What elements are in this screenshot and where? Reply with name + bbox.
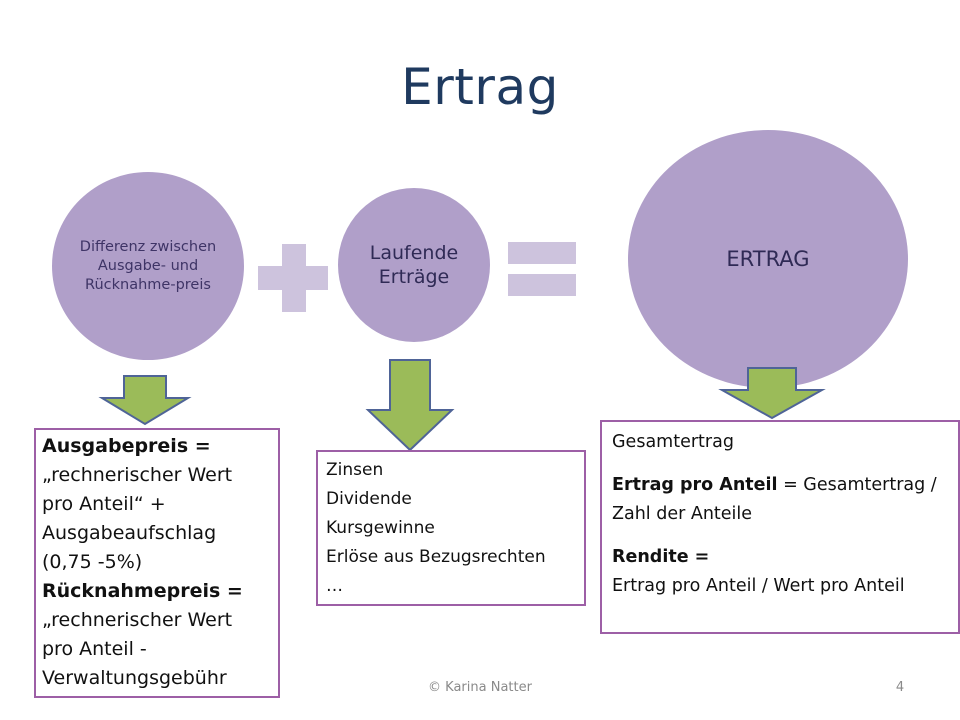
circle-total-yield: ERTRAG (628, 130, 908, 388)
ruecknahmepreis-label: Rücknahmepreis = (42, 580, 243, 602)
down-arrow-icon (98, 375, 192, 426)
ruecknahmepreis-line: „rechnerischer Wert (42, 609, 233, 631)
ertrag-pro-anteil-line: Ertrag pro Anteil = Gesamtertrag / (612, 471, 948, 500)
rendite-label: Rendite = (612, 547, 710, 567)
ausgabepreis-line: pro Anteil“ + (42, 493, 166, 515)
ertrag-pro-anteil-line2: Zahl der Anteile (612, 504, 753, 524)
running-income-box: Zinsen Dividende Kursgewinne Erlöse aus … (316, 450, 586, 606)
circle-running-income: Laufende Erträge (338, 188, 490, 342)
down-arrow-icon (365, 359, 455, 452)
ausgabepreis-line: (0,75 -5%) (42, 551, 143, 573)
down-arrow-icon (718, 367, 826, 420)
plus-icon (258, 244, 328, 312)
circle-total-yield-label: ERTRAG (726, 247, 810, 271)
circle-running-income-label: Laufende Erträge (369, 242, 459, 288)
list-item: Zinsen (326, 460, 384, 480)
issue-redemption-price-box: Ausgabepreis = „rechnerischer Wert pro A… (34, 428, 280, 698)
copyright-text: © Karina Natter (428, 680, 532, 695)
equals-icon (508, 242, 576, 296)
slide-title: Ertrag (401, 58, 559, 116)
list-item: Dividende (326, 489, 412, 509)
ertrag-pro-anteil-label: Ertrag pro Anteil (612, 475, 778, 495)
ertrag-pro-anteil-formula: = Gesamtertrag / (777, 475, 937, 495)
circle-difference: Differenz zwischen Ausgabe- und Rücknahm… (52, 172, 244, 360)
rendite-formula: Ertrag pro Anteil / Wert pro Anteil (612, 576, 905, 596)
ausgabepreis-line: „rechnerischer Wert (42, 464, 233, 486)
circle-difference-label: Differenz zwischen Ausgabe- und Rücknahm… (79, 238, 217, 293)
ruecknahmepreis-line: pro Anteil - (42, 638, 147, 660)
list-item: Erlöse aus Bezugsrechten (326, 547, 546, 567)
ausgabepreis-line: Ausgabeaufschlag (42, 522, 217, 544)
gesamtertrag-text: Gesamtertrag (612, 432, 734, 452)
ruecknahmepreis-line: Verwaltungsgebühr (42, 667, 227, 689)
total-yield-box: Gesamtertrag Ertrag pro Anteil = Gesamte… (600, 420, 960, 634)
list-item: Kursgewinne (326, 518, 435, 538)
list-item: … (326, 576, 343, 596)
ausgabepreis-label: Ausgabepreis = (42, 435, 211, 457)
page-number: 4 (895, 680, 905, 695)
